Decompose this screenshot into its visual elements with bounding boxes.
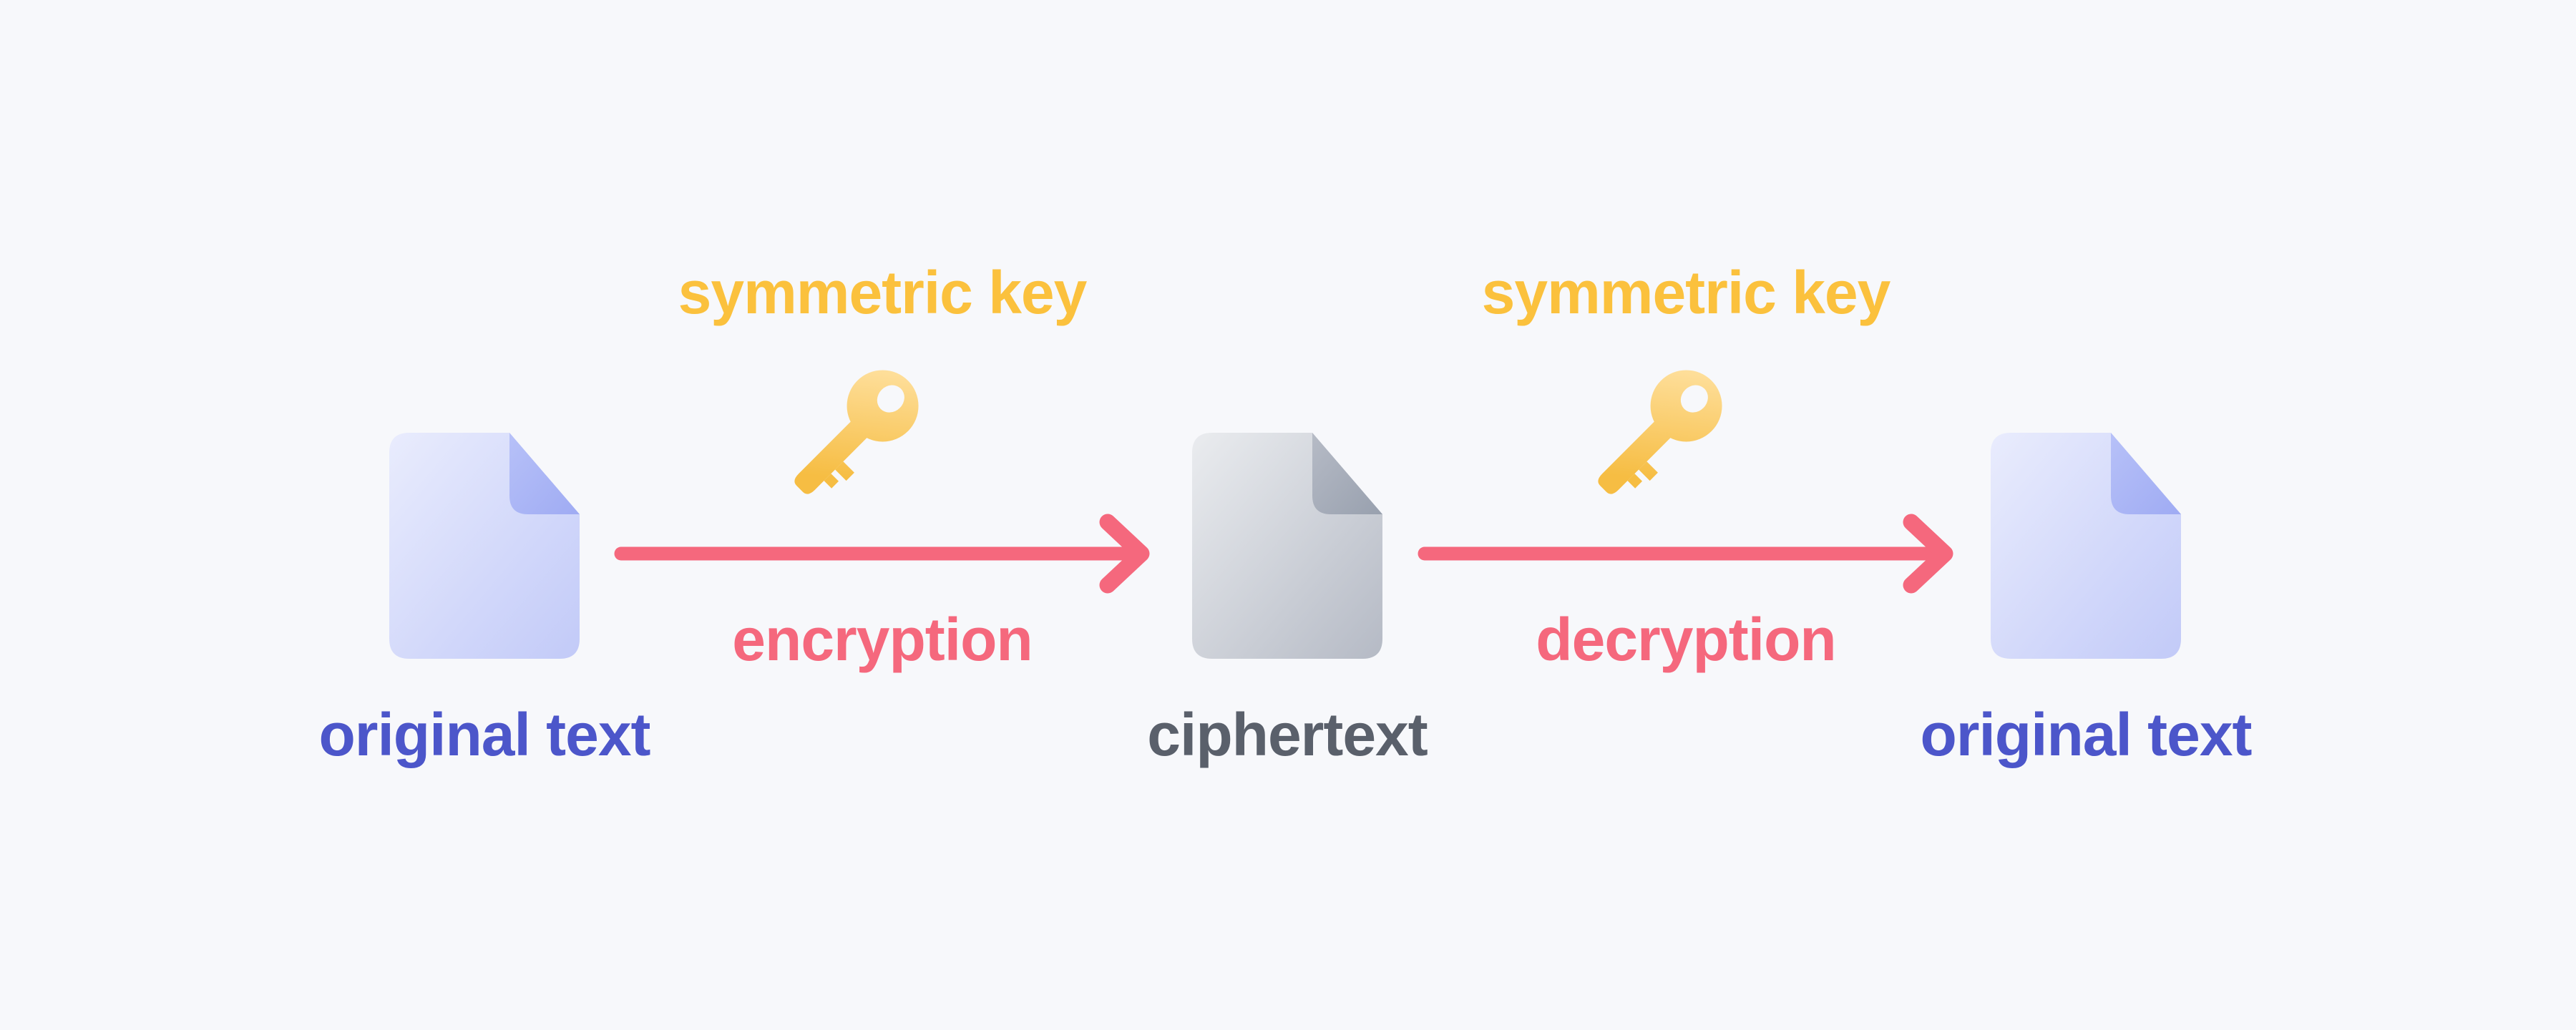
key-icon	[1598, 370, 1722, 494]
original-text-label-left: original text	[318, 701, 650, 768]
document-icon	[1991, 433, 2181, 659]
encryption-label: encryption	[732, 606, 1033, 673]
key-icon	[794, 370, 919, 494]
document-icon	[389, 433, 580, 659]
symmetric-key-label-1: symmetric key	[678, 259, 1088, 326]
document-icon	[1192, 433, 1382, 659]
arrow-right-icon	[614, 514, 1150, 594]
decryption-label: decryption	[1536, 606, 1836, 673]
arrow-right-icon	[1418, 514, 1953, 594]
symmetric-key-label-2: symmetric key	[1481, 259, 1891, 326]
original-text-label-right: original text	[1920, 701, 2252, 768]
ciphertext-label: ciphertext	[1147, 701, 1428, 768]
